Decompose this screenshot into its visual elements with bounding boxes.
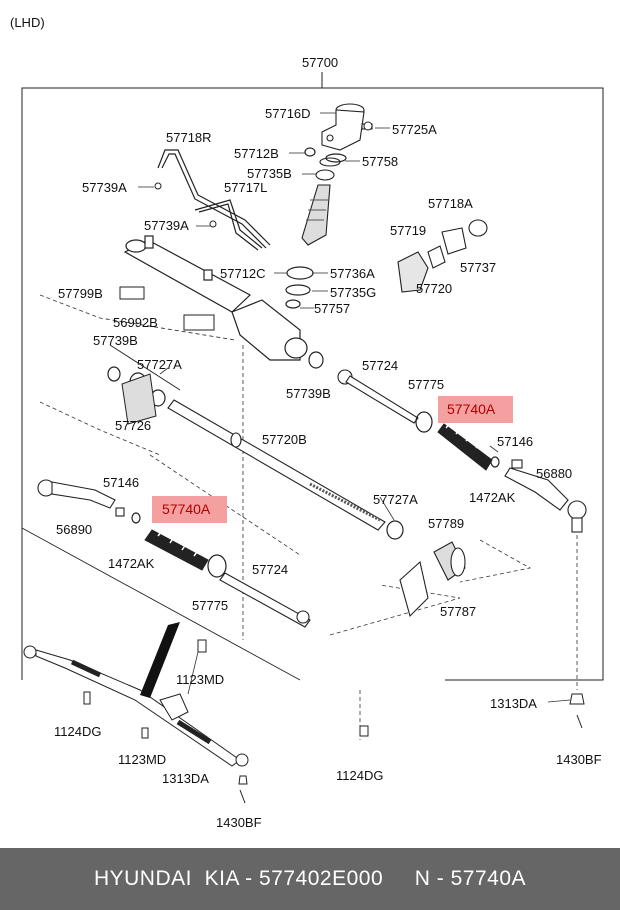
part-57757[interactable]: 57757 [314, 301, 350, 316]
label-plate-56992b [183, 314, 215, 331]
part-57146-right[interactable]: 57146 [497, 434, 533, 449]
part-57725a[interactable]: 57725A [392, 122, 437, 137]
boot-clamps [131, 411, 500, 578]
assembly-frame [21, 72, 604, 681]
part-1124dg-right[interactable]: 1124DG [336, 768, 383, 783]
reference-dashes [39, 294, 578, 740]
mounting-bracket [399, 541, 466, 618]
part-57799b[interactable]: 57799B [58, 286, 103, 301]
part-57740a-upper[interactable]: 57740A [447, 401, 496, 417]
part-57726[interactable]: 57726 [115, 418, 151, 433]
steering-gear-diagram: (LHD) 57700 [10, 15, 604, 830]
part-1123md-bottom[interactable]: 1123MD [118, 752, 166, 767]
part-57720[interactable]: 57720 [416, 281, 452, 296]
part-1124dg-left[interactable]: 1124DG [54, 724, 101, 739]
part-57735g[interactable]: 57735G [330, 285, 376, 300]
part-57716d[interactable]: 57716D [265, 106, 311, 121]
part-57775-bottom[interactable]: 57775 [192, 598, 228, 613]
part-57718r[interactable]: 57718R [166, 130, 212, 145]
part-57712c[interactable]: 57712C [220, 266, 266, 281]
part-57724-bottom[interactable]: 57724 [252, 562, 288, 577]
part-56880[interactable]: 56880 [536, 466, 572, 481]
rack-bar [167, 399, 386, 531]
part-57717l[interactable]: 57717L [224, 180, 267, 195]
bellows-boot-lower [144, 527, 209, 571]
part-1430bf-left[interactable]: 1430BF [216, 815, 262, 830]
footer-text: HYUNDAI KIA - 577402E000 N - 57740A [93, 867, 527, 890]
part-1430bf-right[interactable]: 1430BF [556, 752, 602, 767]
direction-arrow [140, 622, 180, 698]
part-57727a-top[interactable]: 57727A [137, 357, 182, 372]
fasteners [154, 121, 585, 804]
part-57775-top[interactable]: 57775 [408, 377, 444, 392]
tie-rod-end-right [504, 459, 587, 533]
part-57740a-lower[interactable]: 57740A [162, 501, 211, 517]
part-57739a-top[interactable]: 57739A [82, 180, 127, 195]
leader-lines [138, 112, 571, 703]
bellows-boot-upper [437, 419, 493, 471]
pinion-shaft [301, 157, 341, 246]
inner-tie-rod-upper [337, 369, 419, 424]
part-57739a-mid[interactable]: 57739A [144, 218, 189, 233]
part-57758[interactable]: 57758 [362, 154, 398, 169]
highlight-57740a-upper [438, 396, 513, 423]
part-57789[interactable]: 57789 [428, 516, 464, 531]
part-57735b[interactable]: 57735B [247, 166, 292, 181]
part-57736a[interactable]: 57736A [330, 266, 375, 281]
part-57724-top[interactable]: 57724 [362, 358, 398, 373]
part-57737[interactable]: 57737 [460, 260, 496, 275]
part-57718a[interactable]: 57718A [428, 196, 473, 211]
assembly-label: 57700 [302, 55, 338, 70]
part-1313da-right[interactable]: 1313DA [490, 696, 537, 711]
part-56992b[interactable]: 56992B [113, 315, 158, 330]
highlight-57740a-lower [152, 496, 227, 523]
lhd-label: (LHD) [10, 15, 45, 30]
assembly-guides [21, 344, 301, 681]
part-1313da-left[interactable]: 1313DA [162, 771, 209, 786]
rack-yoke-parts [397, 219, 488, 293]
part-1123md-top[interactable]: 1123MD [176, 672, 224, 687]
part-57719[interactable]: 57719 [390, 223, 426, 238]
part-1472ak-left[interactable]: 1472AK [108, 556, 155, 571]
part-1472ak-right[interactable]: 1472AK [469, 490, 516, 505]
part-56890[interactable]: 56890 [56, 522, 92, 537]
part-57739b-right[interactable]: 57739B [286, 386, 331, 401]
part-57739b-left[interactable]: 57739B [93, 333, 138, 348]
part-57712b[interactable]: 57712B [234, 146, 279, 161]
rack-housing [123, 235, 308, 361]
lower-assembly-view [23, 639, 249, 767]
tie-rod-end-left [37, 479, 125, 517]
inner-tie-rod-lower [219, 572, 311, 628]
label-plate-57799b [119, 286, 145, 300]
part-57720b[interactable]: 57720B [262, 432, 307, 447]
part-57787[interactable]: 57787 [440, 604, 476, 619]
pipe-lines [157, 149, 271, 251]
part-57146-left[interactable]: 57146 [103, 475, 139, 490]
part-number-footer: HYUNDAI KIA - 577402E000 N - 57740A [0, 848, 620, 910]
bush-57726 [121, 373, 157, 425]
part-labels: 57716D 57725A 57712B 57758 57718R 57735B… [54, 106, 602, 830]
part-57727a-mid[interactable]: 57727A [373, 492, 418, 507]
